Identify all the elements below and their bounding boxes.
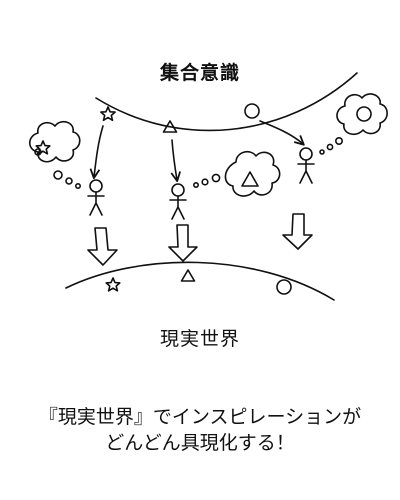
triangle-icon	[162, 120, 178, 133]
real-world-curve	[65, 261, 335, 301]
person-left	[87, 179, 105, 216]
circle-icon	[244, 103, 260, 119]
thought-bubble-dot	[193, 182, 200, 189]
star-icon	[100, 106, 116, 122]
manifest-arrow-right	[282, 213, 313, 250]
thought-bubble-dot	[65, 177, 73, 185]
collective-consciousness-label: 集合意識	[159, 62, 240, 84]
thought-bubble-dot	[75, 183, 82, 190]
manifest-arrow-middle	[168, 224, 198, 262]
thought-bubble-dot	[53, 170, 63, 180]
triangle-icon	[241, 171, 259, 187]
thought-bubble-dot	[201, 178, 209, 186]
cloud-circle-icon	[34, 148, 42, 156]
circle-icon	[276, 279, 292, 295]
inspiration-arrow-right	[259, 120, 305, 146]
person-middle	[169, 183, 187, 220]
star-icon	[105, 277, 121, 292]
manifest-arrow-left	[87, 227, 118, 266]
caption: 『現実世界』でインスピレーションが どんどん具現化する！	[0, 404, 400, 456]
thought-cloud-middle	[224, 150, 281, 197]
thought-bubble-dot	[326, 143, 334, 151]
thought-cloud-right	[336, 93, 388, 136]
caption-line-1: 『現実世界』でインスピレーションが	[38, 406, 362, 428]
circle-icon	[356, 106, 372, 122]
inspiration-arrow-middle	[170, 139, 181, 183]
caption-line-2: どんどん具現化する！	[105, 432, 295, 454]
person-right	[297, 147, 315, 184]
thought-bubble-dot	[319, 149, 325, 155]
triangle-icon	[180, 269, 196, 282]
thought-bubble-dot	[211, 173, 221, 183]
inspiration-arrow-left	[89, 125, 104, 180]
collective-consciousness-curve	[95, 72, 358, 132]
thought-bubble-dot	[334, 137, 343, 146]
real-world-label: 現実世界	[159, 328, 240, 350]
star-icon	[35, 140, 51, 155]
thought-cloud-left	[28, 120, 81, 163]
